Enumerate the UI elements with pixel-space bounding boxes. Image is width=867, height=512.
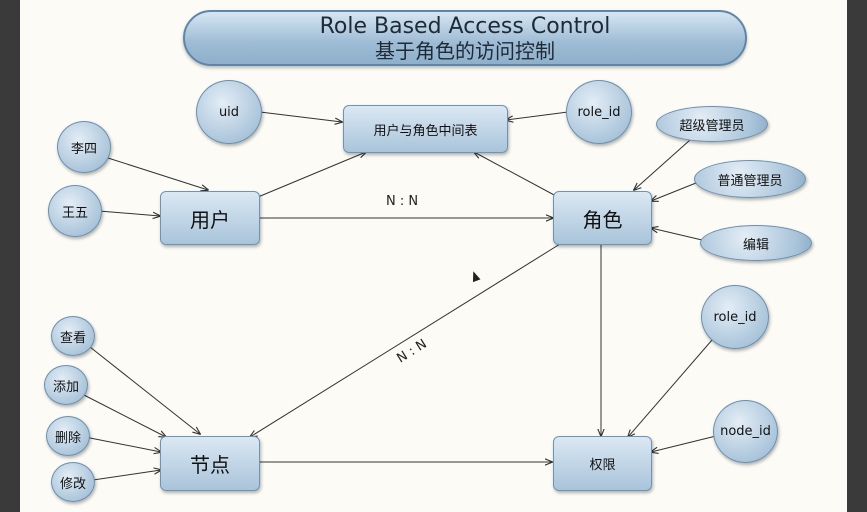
delete-attribute: 删除 xyxy=(46,416,90,456)
view-attribute: 查看 xyxy=(51,316,95,356)
title-chinese: 基于角色的访问控制 xyxy=(375,39,555,63)
edge-modify-to-node xyxy=(92,470,161,481)
role-id-attribute-top: role_id xyxy=(566,80,632,144)
edge-editor-to-role xyxy=(651,228,703,241)
uid-attribute: uid xyxy=(196,80,262,144)
lisi-attribute: 李四 xyxy=(57,121,111,173)
edge-role-to-node xyxy=(250,243,561,437)
edge-lisi-to-user xyxy=(107,157,208,190)
diagram-title: Role Based Access Control 基于角色的访问控制 xyxy=(183,10,747,66)
modify-attribute: 修改 xyxy=(51,462,95,502)
editor-attribute: 编辑 xyxy=(700,225,812,261)
diagram-canvas xyxy=(20,0,847,512)
edge-nodeid-to-permission xyxy=(651,435,717,452)
edge-view-to-node xyxy=(89,346,200,434)
permission-box: 权限 xyxy=(553,436,652,491)
node-box: 节点 xyxy=(160,436,260,491)
role-id-attribute-bottom: role_id xyxy=(701,285,769,349)
edge-superadmin-to-role xyxy=(634,139,691,190)
node-id-attribute: node_id xyxy=(713,400,778,463)
edge-add-to-node xyxy=(81,393,166,437)
edge-roleid-to-table xyxy=(506,111,569,120)
super-admin-attribute: 超级管理员 xyxy=(656,106,768,142)
title-english: Role Based Access Control xyxy=(319,14,611,39)
edge-wangwu-to-user xyxy=(98,210,160,216)
edge-normaladmin-to-role xyxy=(651,182,697,201)
edge-role-to-table xyxy=(474,152,557,197)
edge-user-to-table xyxy=(257,152,366,198)
normal-admin-attribute: 普通管理员 xyxy=(694,160,806,198)
edge-roleid-to-permission xyxy=(628,339,713,437)
edge-uid-to-table xyxy=(259,111,342,122)
add-attribute: 添加 xyxy=(44,365,88,405)
user-role-relation-label: N : N xyxy=(386,194,419,209)
user-role-table-box: 用户与角色中间表 xyxy=(343,105,508,153)
edge-delete-to-node xyxy=(84,436,161,452)
wangwu-attribute: 王五 xyxy=(48,185,102,237)
user-box: 用户 xyxy=(160,191,260,245)
role-box: 角色 xyxy=(553,191,652,245)
